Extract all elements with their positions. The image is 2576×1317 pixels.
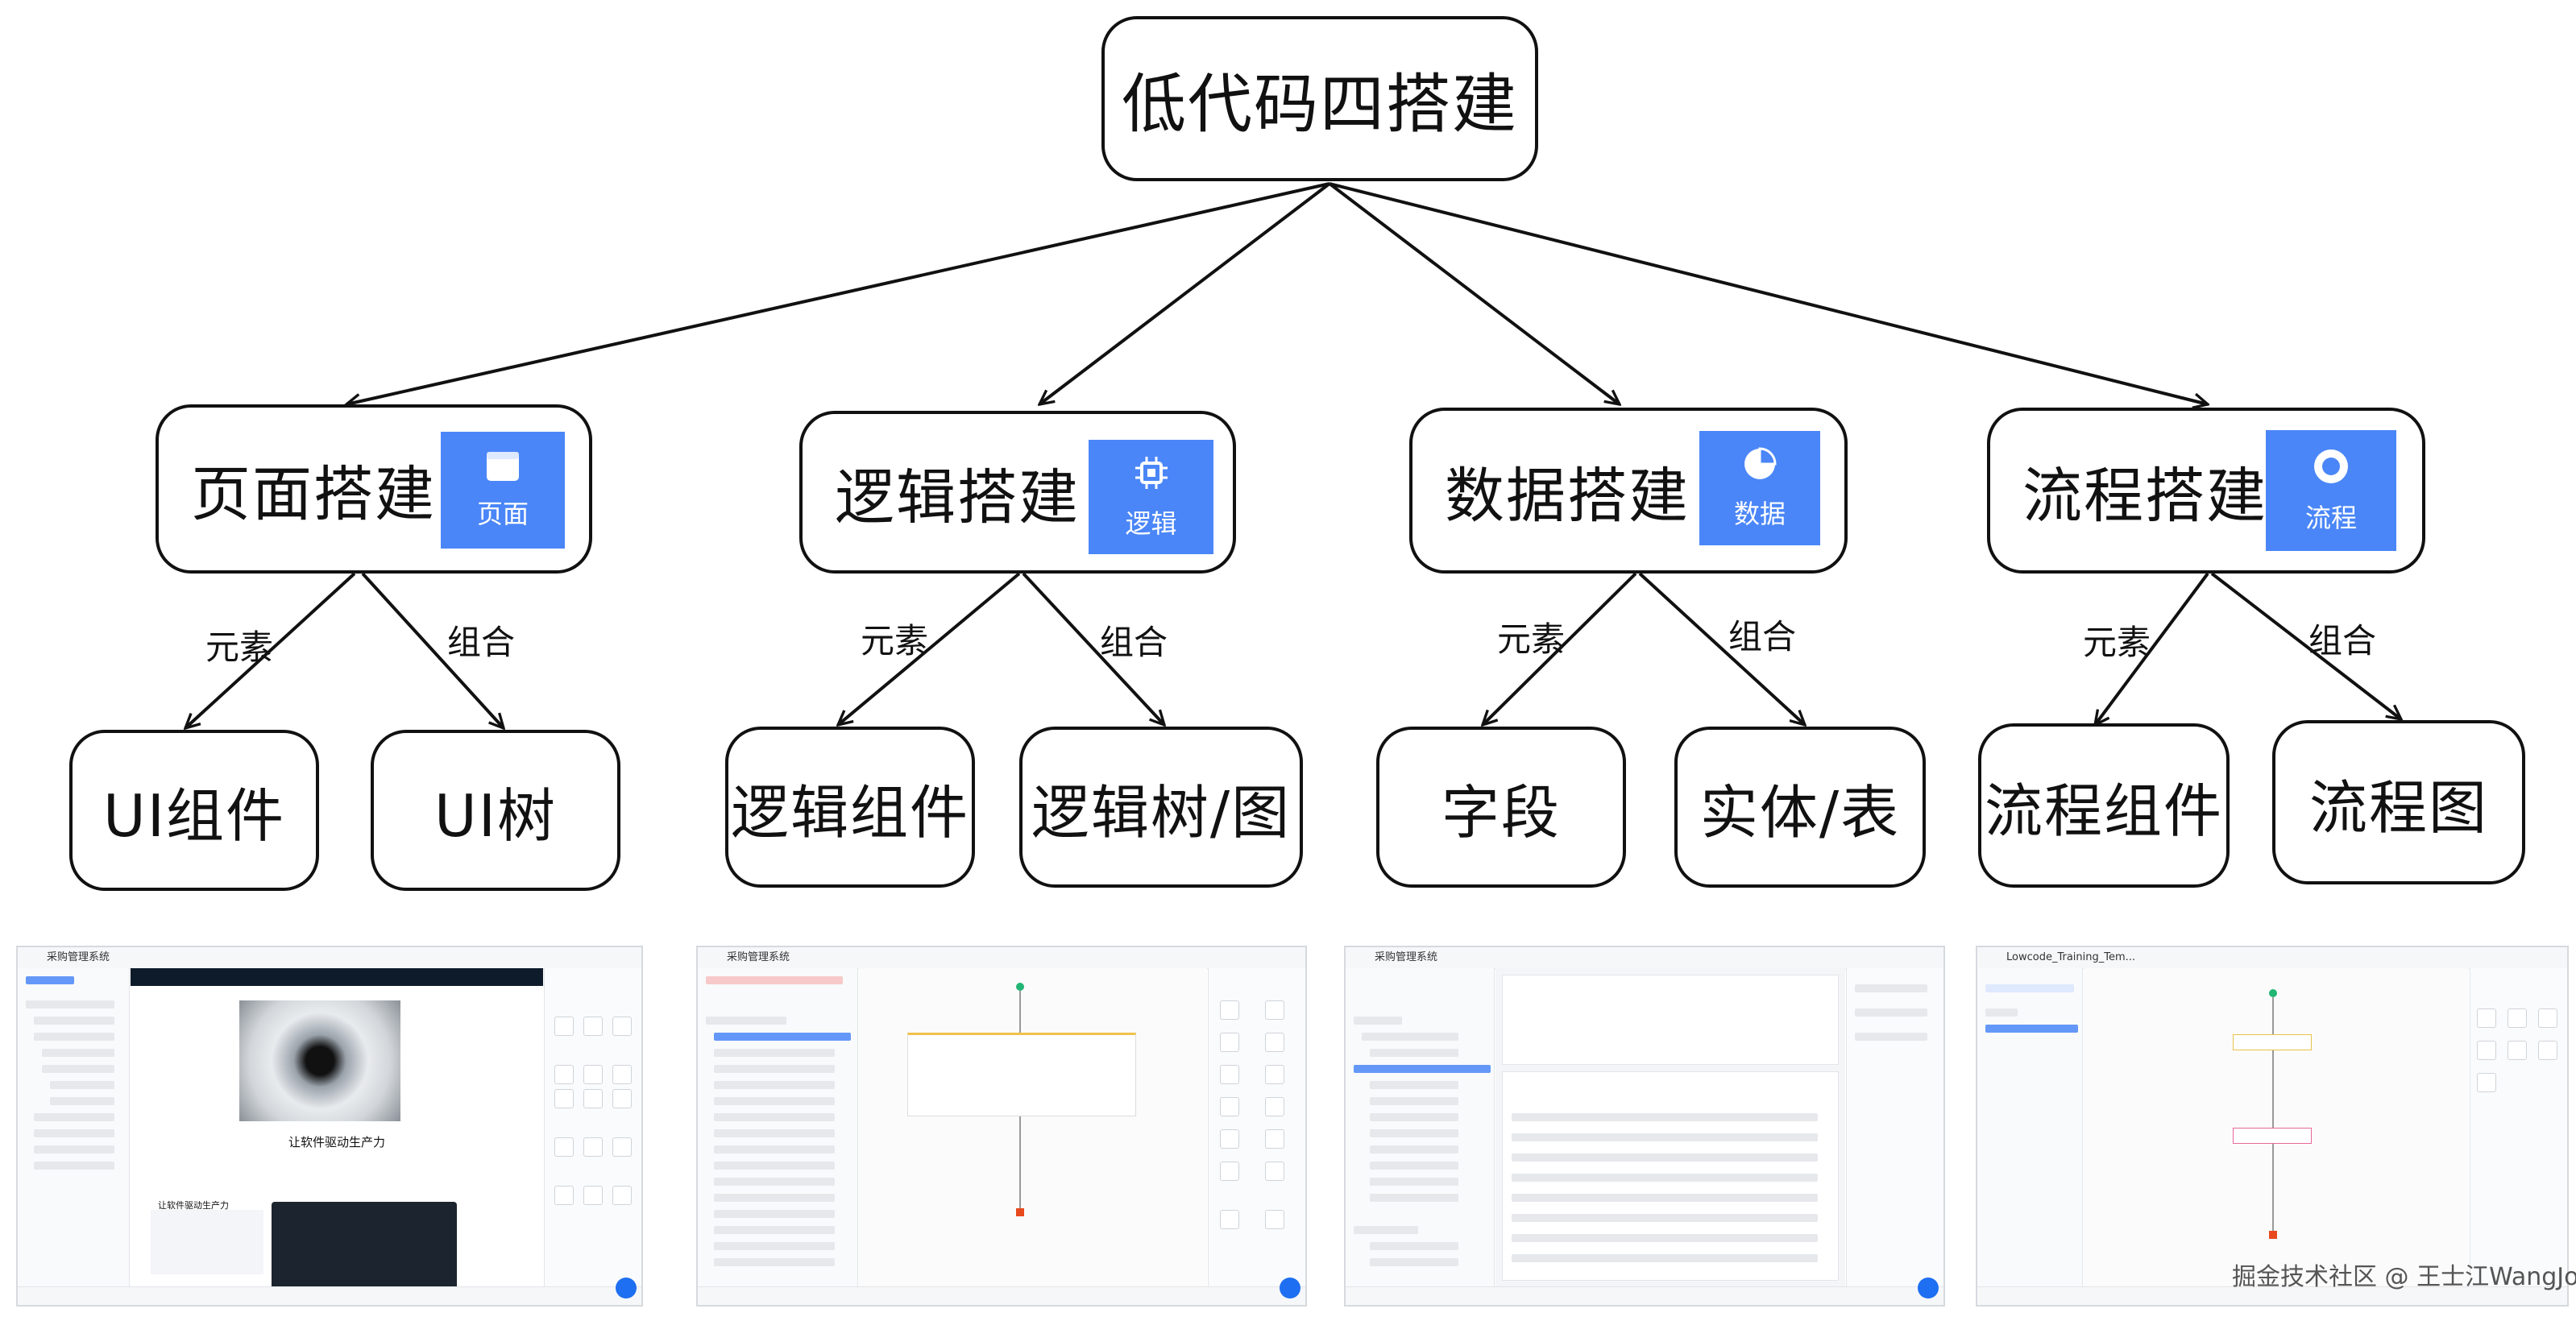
branch-label-data: 数据搭建 <box>1445 461 1690 531</box>
edge-label-logic-right: 组合 <box>1100 623 1168 662</box>
screenshot-title: 采购管理系统 <box>18 947 641 969</box>
logic-canvas <box>859 968 1207 1287</box>
branch-node-data: 数据搭建 数据 <box>1409 408 1848 574</box>
edge-label-page-right: 组合 <box>447 623 516 662</box>
edge-label-logic-left: 元素 <box>861 621 929 661</box>
edge-page-left <box>185 572 356 728</box>
data-badge-label: 数据 <box>1733 499 1786 529</box>
status-bar <box>1977 1286 2567 1305</box>
leaf-entity-table: 实体/表 <box>1674 727 1926 888</box>
edge-root-data <box>1328 182 1620 404</box>
edge-root-logic <box>1039 182 1331 404</box>
leaf-flowchart: 流程图 <box>2272 720 2525 884</box>
flow-badge: 流程 <box>2266 430 2396 551</box>
chat-button[interactable] <box>1918 1278 1939 1298</box>
pie-chart-icon <box>1744 447 1777 479</box>
attribute-panel <box>1846 968 1943 1287</box>
canvas-subheading: 让软件驱动生产力 <box>158 1200 229 1211</box>
leaf-label: 逻辑树/图 <box>1031 778 1292 847</box>
root-label: 低代码四搭建 <box>1122 66 1518 142</box>
chip-icon <box>1135 457 1168 489</box>
logic-tree-panel <box>698 968 858 1287</box>
page-badge-label: 页面 <box>476 498 529 529</box>
ring-dot-icon <box>2314 449 2348 483</box>
leaf-label: 流程组件 <box>1984 777 2223 845</box>
branch-node-page: 页面搭建 页面 <box>156 404 592 574</box>
branch-label-flow: 流程搭建 <box>2022 461 2267 531</box>
canvas-heading: 让软件驱动生产力 <box>288 1135 385 1149</box>
chat-button[interactable] <box>616 1278 637 1298</box>
edge-label-data-left: 元素 <box>1497 619 1566 659</box>
ui-tree-panel <box>18 968 130 1287</box>
branch-node-logic: 逻辑搭建 逻辑 <box>799 411 1236 574</box>
root-node: 低代码四搭建 <box>1101 16 1538 181</box>
flow-canvas <box>2084 968 2469 1287</box>
page-builder-screenshot: 采购管理系统 让软件驱动生产力 让软件驱动生产力 <box>16 946 643 1307</box>
page-canvas: 让软件驱动生产力 让软件驱动生产力 <box>131 968 543 1290</box>
component-panel <box>544 968 641 1287</box>
entity-tree-panel <box>1346 968 1495 1287</box>
edge-page-right <box>361 572 504 728</box>
edge-flow-right <box>2210 572 2401 719</box>
leaf-label: 字段 <box>1441 778 1561 847</box>
flow-badge-label: 流程 <box>2304 503 2357 533</box>
edge-logic-left <box>838 572 1021 725</box>
leaf-ui-tree: UI树 <box>371 730 620 891</box>
leaf-label: UI组件 <box>103 781 285 850</box>
leaf-label: 逻辑组件 <box>730 778 969 847</box>
data-badge: 数据 <box>1699 431 1820 545</box>
leaf-label: 实体/表 <box>1699 778 1901 847</box>
logic-component-panel <box>1208 968 1305 1287</box>
edge-label-flow-left: 元素 <box>2083 623 2151 662</box>
leaf-label: 流程图 <box>2308 773 2488 842</box>
page-badge: 页面 <box>441 432 565 549</box>
logic-badge: 逻辑 <box>1089 440 1213 554</box>
edge-data-right <box>1638 572 1805 725</box>
status-bar <box>18 1286 641 1305</box>
logic-builder-screenshot: 采购管理系统 <box>696 946 1307 1307</box>
edge-flow-left <box>2095 572 2209 725</box>
leaf-flow-component: 流程组件 <box>1978 723 2230 888</box>
chat-button[interactable] <box>1280 1278 1300 1298</box>
edge-root-page <box>346 182 1330 404</box>
leaf-label: UI树 <box>434 781 557 850</box>
page-window-icon <box>487 451 519 481</box>
screenshot-title: 采购管理系统 <box>698 947 1305 969</box>
edge-label-page-left: 元素 <box>205 627 274 667</box>
screenshot-title: Lowcode_Training_Tem... <box>1977 947 2567 969</box>
leaf-logic-component: 逻辑组件 <box>725 727 975 888</box>
status-bar <box>1346 1286 1943 1305</box>
screenshot-title: 采购管理系统 <box>1346 947 1943 969</box>
leaf-logic-tree: 逻辑树/图 <box>1019 727 1303 888</box>
leaf-field: 字段 <box>1376 727 1626 888</box>
leaf-ui-component: UI组件 <box>69 730 319 891</box>
branch-node-flow: 流程搭建 流程 <box>1987 408 2425 574</box>
branch-label-page: 页面搭建 <box>191 459 436 529</box>
edge-label-flow-right: 组合 <box>2308 621 2377 661</box>
flow-component-panel <box>2470 968 2567 1287</box>
watermark: 掘金技术社区 @ 王士江WangJohn <box>2232 1263 2576 1291</box>
branch-label-logic: 逻辑搭建 <box>835 462 1080 532</box>
flow-tree-panel <box>1977 968 2083 1287</box>
status-bar <box>698 1286 1305 1305</box>
edge-logic-right <box>1022 572 1164 725</box>
entity-editor <box>1495 968 1845 1287</box>
flow-builder-screenshot: Lowcode_Training_Tem... <box>1976 946 2569 1307</box>
edge-label-data-right: 组合 <box>1728 617 1797 656</box>
edge-root-flow <box>1329 182 2208 404</box>
data-builder-screenshot: 采购管理系统 <box>1344 946 1945 1307</box>
edge-data-left <box>1483 572 1637 725</box>
logic-badge-label: 逻辑 <box>1125 508 1177 539</box>
